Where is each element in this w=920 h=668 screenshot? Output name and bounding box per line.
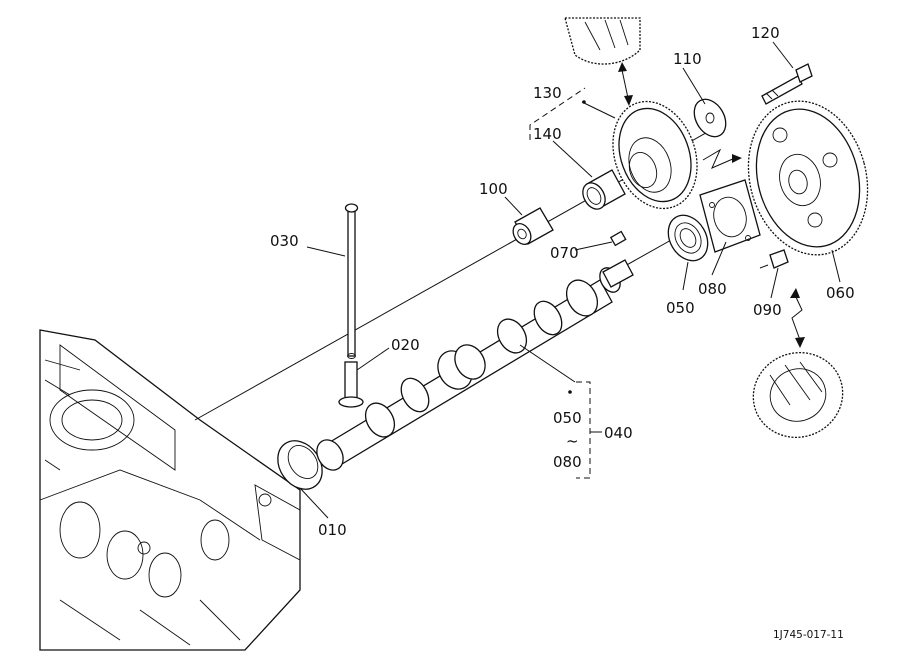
leader-lines — [299, 41, 841, 519]
lower-mating-gear — [752, 288, 844, 439]
bracket-130 — [529, 87, 586, 140]
label-050: 050 — [666, 299, 695, 317]
label-020: 020 — [391, 336, 420, 354]
label-110: 110 — [673, 50, 702, 68]
part-040-camshaft — [316, 259, 634, 471]
label-range-tilde: ~ — [566, 432, 579, 450]
part-080-retainer-plate — [699, 179, 761, 253]
label-080: 080 — [698, 280, 727, 298]
part-050-ball-bearing — [667, 214, 709, 262]
label-130: 130 — [533, 84, 562, 102]
part-020-tappet — [338, 361, 364, 408]
part-060-cam-gear — [747, 100, 869, 256]
upper-mating-gear — [564, 17, 641, 106]
part-140-bushing — [582, 169, 626, 210]
engine-block — [39, 329, 301, 651]
label-050-range-start: 050 — [553, 409, 582, 427]
part-labels: 030 020 100 140 130 110 120 070 050 080 … — [270, 24, 855, 539]
zigzag-arrowhead — [732, 154, 742, 163]
part-120-bolt — [761, 63, 813, 105]
label-070: 070 — [550, 244, 579, 262]
part-030-push-rod — [344, 203, 359, 359]
part-090-bolt — [759, 249, 789, 269]
label-090: 090 — [753, 301, 782, 319]
label-080-range-end: 080 — [553, 453, 582, 471]
label-060: 060 — [826, 284, 855, 302]
label-120: 120 — [751, 24, 780, 42]
bracket-040 — [568, 381, 602, 479]
drawing-code: 1J745-017-11 — [773, 629, 844, 641]
part-070-key — [609, 230, 627, 247]
part-110-washer — [693, 98, 727, 138]
zigzag-link — [702, 148, 736, 169]
label-040: 040 — [604, 424, 633, 442]
part-130-idle-gear — [612, 100, 698, 210]
label-100: 100 — [479, 180, 508, 198]
label-030: 030 — [270, 232, 299, 250]
part-100-bushing — [512, 207, 554, 245]
label-010: 010 — [318, 521, 347, 539]
label-140: 140 — [533, 125, 562, 143]
